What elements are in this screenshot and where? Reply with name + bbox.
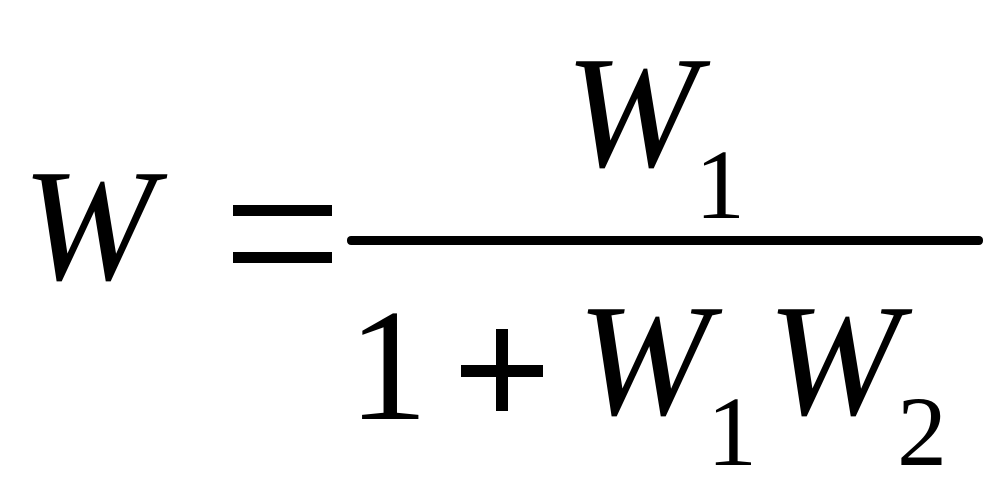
denominator-term-2-variable: W <box>767 271 901 449</box>
denominator-term-1-subscript: 1 <box>707 376 757 487</box>
denominator-term-1-variable: W <box>577 271 711 449</box>
denominator-term-2-subscript: 2 <box>897 376 947 487</box>
equals-top-bar <box>233 205 332 216</box>
numerator-subscript: 1 <box>695 129 745 240</box>
fraction-line <box>347 236 983 245</box>
equals-bottom-bar <box>233 252 332 263</box>
plus-vertical-bar <box>496 329 508 411</box>
numerator-variable: W <box>565 23 699 201</box>
denominator-constant: 1 <box>348 276 428 454</box>
plus-sign <box>461 329 543 411</box>
lhs-variable: W <box>22 136 156 314</box>
